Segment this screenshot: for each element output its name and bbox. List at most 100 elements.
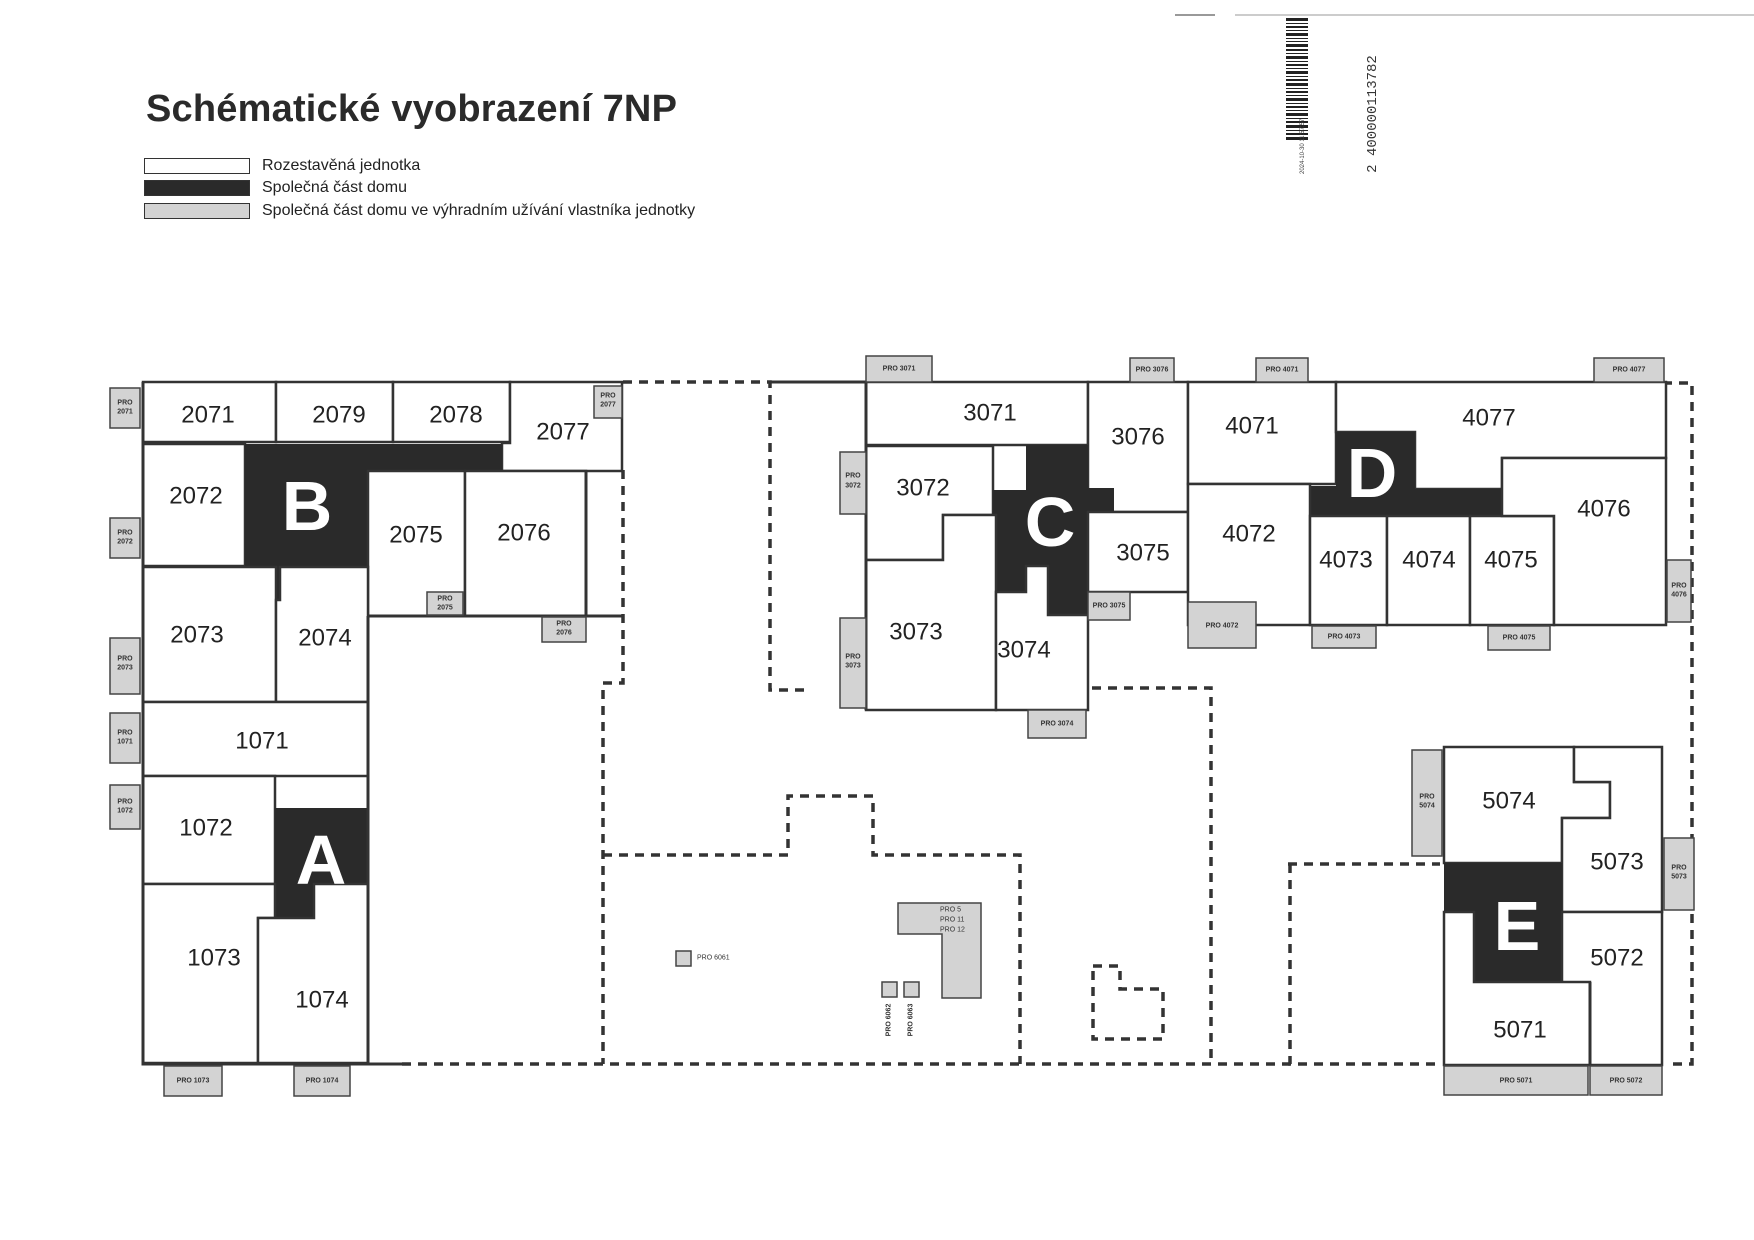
excl-pro-5-11-12[interactable] bbox=[897, 902, 982, 999]
pro-label-3072: PRO bbox=[845, 473, 861, 480]
excl-pro-4073[interactable] bbox=[1311, 625, 1377, 649]
excl-pro-2077[interactable] bbox=[593, 385, 623, 419]
excl-pro-6061[interactable] bbox=[675, 950, 692, 967]
excl-pro-3074[interactable] bbox=[1027, 709, 1087, 739]
pro-label-4073: PRO 4073 bbox=[1328, 634, 1361, 641]
unit-label-4076: 4076 bbox=[1577, 496, 1630, 523]
pro-label-1073: PRO 1073 bbox=[177, 1078, 210, 1085]
excl-pro-4075[interactable] bbox=[1487, 625, 1551, 651]
pro-label-4075: PRO 4075 bbox=[1503, 635, 1536, 642]
dashed-outline-east bbox=[1663, 381, 1694, 1066]
pro-label-6062: PRO 6062 bbox=[886, 1004, 893, 1037]
dashed-outline-center bbox=[1092, 686, 1213, 1064]
legend-swatch-unit bbox=[144, 158, 250, 174]
unit-label-1071: 1071 bbox=[235, 728, 288, 755]
pro-label-5072: PRO 5072 bbox=[1610, 1078, 1643, 1085]
unit-label-2072: 2072 bbox=[169, 483, 222, 510]
unit-label-3075: 3075 bbox=[1116, 540, 1169, 567]
unit-label-4077: 4077 bbox=[1462, 405, 1515, 432]
pro-label-1071-num: 1071 bbox=[117, 739, 133, 746]
excl-pro-6063[interactable] bbox=[903, 981, 920, 998]
section-label-a: A bbox=[296, 821, 347, 899]
excl-pro-3075[interactable] bbox=[1087, 591, 1131, 621]
pro-label-5071: PRO 5071 bbox=[1500, 1078, 1533, 1085]
pro-label-2071: PRO bbox=[117, 400, 133, 407]
legend-swatch-common bbox=[144, 180, 250, 196]
unit-label-2078: 2078 bbox=[429, 402, 482, 429]
pro-label-3074: PRO 3074 bbox=[1041, 721, 1074, 728]
unit-label-2073: 2073 bbox=[170, 622, 223, 649]
pro-label-2077-num: 2077 bbox=[600, 402, 616, 409]
unit-1073[interactable] bbox=[141, 882, 277, 1065]
pro-label-5: PRO 5 bbox=[940, 907, 961, 914]
page-title: Schématické vyobrazení 7NP bbox=[146, 88, 678, 130]
excl-pro-2071[interactable] bbox=[109, 387, 141, 429]
unit-4074[interactable] bbox=[1385, 514, 1472, 627]
common-area-a bbox=[275, 808, 368, 918]
unit-3074[interactable] bbox=[994, 564, 1090, 712]
excl-pro-3071[interactable] bbox=[865, 355, 933, 383]
dashed-outline-inner bbox=[603, 794, 1022, 1064]
excl-pro-2076[interactable] bbox=[541, 616, 587, 643]
unit-1072[interactable] bbox=[141, 774, 277, 886]
pro-label-3073-num: 3073 bbox=[845, 663, 861, 670]
excl-pro-1072[interactable] bbox=[109, 784, 141, 830]
unit-4076[interactable] bbox=[1500, 456, 1668, 627]
excl-pro-4076[interactable] bbox=[1666, 559, 1692, 623]
pro-label-2072-num: 2072 bbox=[117, 539, 133, 546]
common-area-d bbox=[1310, 432, 1502, 516]
legend-swatch-exclusive bbox=[144, 203, 250, 219]
excl-pro-5071[interactable] bbox=[1443, 1065, 1589, 1096]
unit-2079[interactable] bbox=[274, 380, 395, 444]
excl-pro-2075[interactable] bbox=[426, 591, 464, 616]
pro-label-12: PRO 12 bbox=[940, 927, 965, 934]
excl-pro-1073[interactable] bbox=[163, 1065, 223, 1097]
excl-pro-3073[interactable] bbox=[839, 617, 867, 709]
excl-pro-4072[interactable] bbox=[1187, 601, 1257, 649]
pro-label-3072-num: 3072 bbox=[845, 483, 861, 490]
legend-label-exclusive: Společná část domu ve výhradním užívání … bbox=[262, 202, 696, 219]
excl-pro-5073[interactable] bbox=[1663, 837, 1695, 911]
unit-2076[interactable] bbox=[463, 469, 588, 618]
unit-label-4074: 4074 bbox=[1402, 547, 1455, 574]
pro-label-2075: PRO bbox=[437, 596, 453, 603]
unit-label-2076: 2076 bbox=[497, 520, 550, 547]
section-label-b: B bbox=[282, 467, 333, 545]
pro-label-1072: PRO bbox=[117, 799, 133, 806]
scan-stamp: 2 400000113782 2024-10-30 11:57:57 bbox=[1270, 14, 1381, 229]
excl-pro-4077[interactable] bbox=[1593, 357, 1665, 383]
unit-5073[interactable] bbox=[1560, 745, 1664, 914]
excl-pro-4071[interactable] bbox=[1255, 357, 1309, 383]
pro-label-6063: PRO 6063 bbox=[908, 1004, 915, 1037]
common-area-c bbox=[993, 445, 1114, 615]
unit-2078[interactable] bbox=[391, 380, 512, 444]
wall-left-wing bbox=[141, 382, 622, 1066]
excl-pro-3072[interactable] bbox=[839, 451, 867, 515]
unit-label-1072: 1072 bbox=[179, 815, 232, 842]
pro-label-2076: PRO bbox=[556, 621, 572, 628]
excl-pro-1071[interactable] bbox=[109, 712, 141, 764]
section-label-c: C bbox=[1025, 483, 1076, 561]
unit-label-2071: 2071 bbox=[181, 402, 234, 429]
excl-pro-6062[interactable] bbox=[881, 981, 898, 998]
excl-pro-2072[interactable] bbox=[109, 517, 141, 559]
section-label-d: D bbox=[1347, 434, 1398, 512]
dashed-outline-right-lower bbox=[1288, 864, 1442, 1066]
pro-label-4071: PRO 4071 bbox=[1266, 367, 1299, 374]
excl-pro-3076-top[interactable] bbox=[1129, 357, 1175, 383]
unit-label-5072: 5072 bbox=[1590, 945, 1643, 972]
unit-label-5073: 5073 bbox=[1590, 849, 1643, 876]
excl-pro-2073[interactable] bbox=[109, 637, 141, 695]
unit-label-4073: 4073 bbox=[1319, 547, 1372, 574]
pro-label-6061: PRO 6061 bbox=[697, 955, 730, 962]
unit-4075[interactable] bbox=[1468, 514, 1556, 627]
excl-pro-1074[interactable] bbox=[293, 1065, 351, 1097]
excl-pro-5074[interactable] bbox=[1411, 749, 1443, 857]
unit-4073[interactable] bbox=[1308, 514, 1389, 627]
excl-pro-5072[interactable] bbox=[1589, 1065, 1663, 1096]
dashed-outline-courtyard-left bbox=[601, 470, 625, 1064]
section-label-e: E bbox=[1494, 887, 1541, 965]
common-area-b bbox=[245, 444, 502, 600]
unit-label-1074: 1074 bbox=[295, 987, 348, 1014]
